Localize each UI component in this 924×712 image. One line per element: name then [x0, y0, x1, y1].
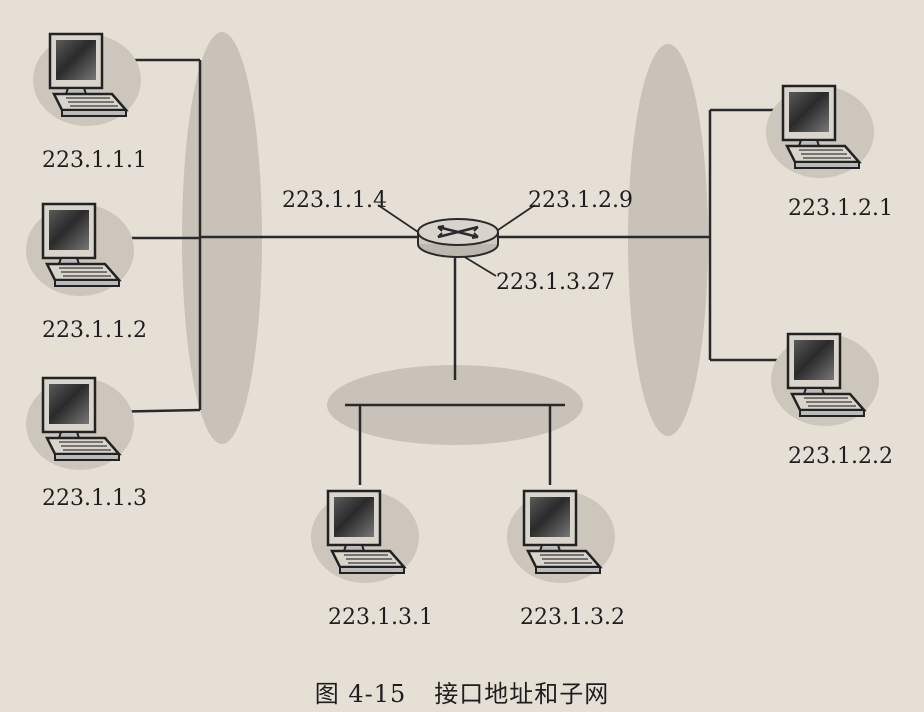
- host-address-h3: 223.1.1.3: [42, 486, 147, 511]
- host-address-h2: 223.1.1.2: [42, 318, 147, 343]
- router-interface-bottom-address: 223.1.3.27: [496, 270, 615, 295]
- host-address-h4: 223.1.2.1: [788, 196, 893, 221]
- host-address-h7: 223.1.3.2: [520, 605, 625, 630]
- router-interface-left-address: 223.1.1.4: [282, 188, 387, 213]
- computer-icon-h4: [765, 84, 875, 180]
- computer-icon-h7: [506, 489, 616, 585]
- computer-icon-h2: [25, 202, 135, 298]
- figure-number: 图 4-15: [314, 680, 407, 708]
- router-interface-right-address: 223.1.2.9: [528, 188, 633, 213]
- computer-icon-h1: [32, 32, 142, 128]
- host-address-h6: 223.1.3.1: [328, 605, 433, 630]
- computer-icon-h3: [25, 376, 135, 472]
- router: [417, 218, 499, 258]
- figure-caption: 图 4-15 接口地址和子网: [0, 674, 924, 709]
- host-address-h1: 223.1.1.1: [42, 148, 147, 173]
- host-address-h5: 223.1.2.2: [788, 444, 893, 469]
- computer-icon-h5: [770, 332, 880, 428]
- computer-icon-h6: [310, 489, 420, 585]
- subnet-223-1-2-blob: [628, 44, 708, 436]
- figure-title: 接口地址和子网: [434, 680, 610, 708]
